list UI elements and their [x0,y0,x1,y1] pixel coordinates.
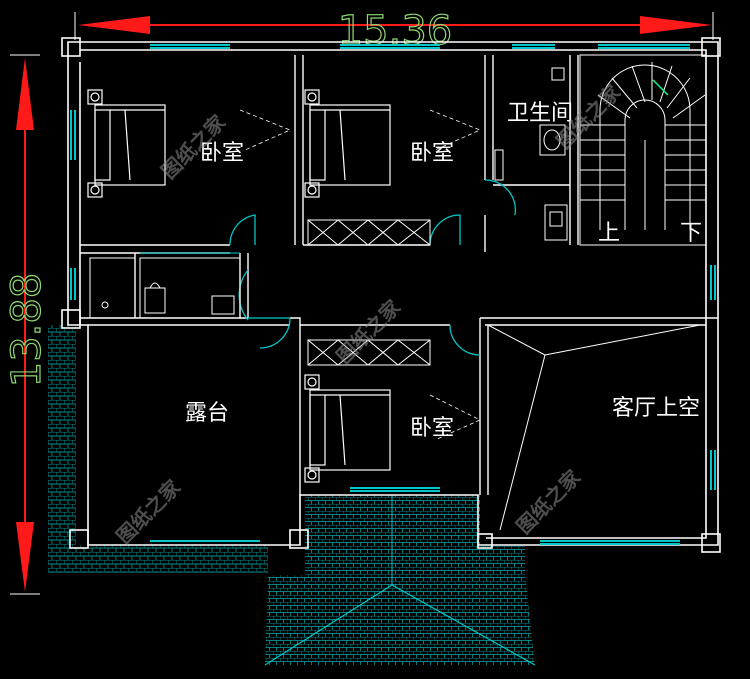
room-label-bedroom-top-left: 卧室 [200,141,244,166]
washroom-fixtures [89,252,241,319]
watermark: 图纸之家 [112,474,186,548]
wardrobe-top [307,219,431,246]
wardrobe-bottom [307,339,431,366]
bed-top-mid [304,89,391,198]
stairs-label-down: 下 [680,221,702,246]
room-label-bedroom-top-mid: 卧室 [410,141,454,166]
light-arrows [239,109,482,441]
dimension-height: 13.88 [3,54,51,595]
stairs-label-up: 上 [598,221,620,246]
spiral-stairs [579,54,707,246]
height-dimension-text: 13.88 [4,273,50,388]
watermark: 图纸之家 [332,294,406,368]
doors [229,179,517,356]
dimension-width: 15.36 [74,7,714,55]
room-label-terrace: 露台 [185,401,229,426]
bed-top-left [87,89,166,198]
room-label-living-void: 客厅上空 [612,396,700,421]
roof-tiles [48,325,536,666]
exterior-walls [61,37,721,553]
bathroom-fixtures [494,67,568,241]
living-void-lines [487,324,701,531]
windows [70,44,716,545]
watermark: 图纸之家 [512,464,586,538]
room-label-bedroom-bottom: 卧室 [410,416,454,441]
width-dimension-text: 15.36 [338,8,453,54]
bed-bottom [304,374,391,483]
room-label-bathroom: 卫生间 [507,101,573,126]
interior-walls [80,55,718,495]
